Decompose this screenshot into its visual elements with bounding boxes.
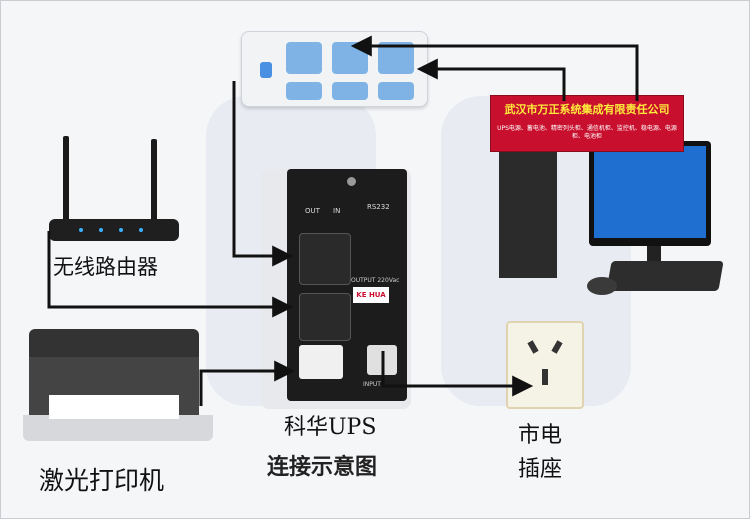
router-body xyxy=(49,219,179,241)
ups-port-out-label: OUT xyxy=(305,207,320,215)
cable-computer-to-strip xyxy=(416,58,566,101)
ups-screw xyxy=(347,177,356,186)
company-services: UPS电源、蓄电池、精密列头柜、通信机柜、监控机、稳电源、电源柜、电池柜 xyxy=(497,125,677,140)
printer xyxy=(23,321,213,446)
strip-outlet xyxy=(286,42,322,74)
ups-port-in-label: IN xyxy=(333,207,341,215)
cable-router-to-ups xyxy=(47,231,294,318)
power-strip xyxy=(241,31,428,107)
cable-printer-to-ups xyxy=(199,360,296,406)
ups-printer-socket xyxy=(299,345,343,379)
printer-top xyxy=(29,329,199,359)
ups-input-label: INPUT xyxy=(363,381,381,388)
diagram-title: 连接示意图 xyxy=(267,455,378,480)
strip-outlet xyxy=(286,82,322,100)
ups-label: 科华UPS xyxy=(284,415,377,440)
ups-output-socket xyxy=(299,233,351,285)
cable-computer-to-strip xyxy=(350,35,639,101)
router xyxy=(41,131,186,246)
pc-tower xyxy=(499,133,557,278)
ups-body: OUT IN RS232 OUTPUT 220Vac KE HUA INPUT xyxy=(287,169,407,401)
printer-label: 激光打印机 xyxy=(39,466,165,495)
company-name: 武汉市万正系统集成有限责任公司 xyxy=(504,103,670,116)
monitor-screen xyxy=(594,146,706,238)
computer xyxy=(489,121,729,311)
router-antenna xyxy=(63,136,69,224)
monitor-stand xyxy=(647,246,661,264)
company-banner: 武汉市万正系统集成有限责任公司 UPS电源、蓄电池、精密列头柜、通信机柜、监控机… xyxy=(490,95,684,152)
wall-outlet-label-2: 插座 xyxy=(518,457,563,482)
strip-outlet xyxy=(378,82,414,100)
ups: OUT IN RS232 OUTPUT 220Vac KE HUA INPUT xyxy=(261,169,411,409)
router-label: 无线路由器 xyxy=(53,255,158,279)
ups-brand-badge: KE HUA xyxy=(353,287,389,303)
monitor xyxy=(589,141,711,246)
mouse xyxy=(587,277,617,295)
cable-ups-to-wall xyxy=(381,351,534,397)
ups-output-socket xyxy=(299,293,351,341)
ups-rs232-label: RS232 xyxy=(367,203,390,211)
printer-paper xyxy=(49,395,179,419)
cable-strip-to-ups xyxy=(232,81,294,267)
wall-outlet-label-1: 市电 xyxy=(518,423,563,448)
printer-tray xyxy=(23,415,213,441)
strip-outlet xyxy=(332,82,368,100)
wall-outlet-hole xyxy=(542,369,548,385)
power-switch xyxy=(260,62,272,78)
ups-output-label: OUTPUT 220Vac xyxy=(351,277,400,284)
router-antenna xyxy=(151,139,157,224)
